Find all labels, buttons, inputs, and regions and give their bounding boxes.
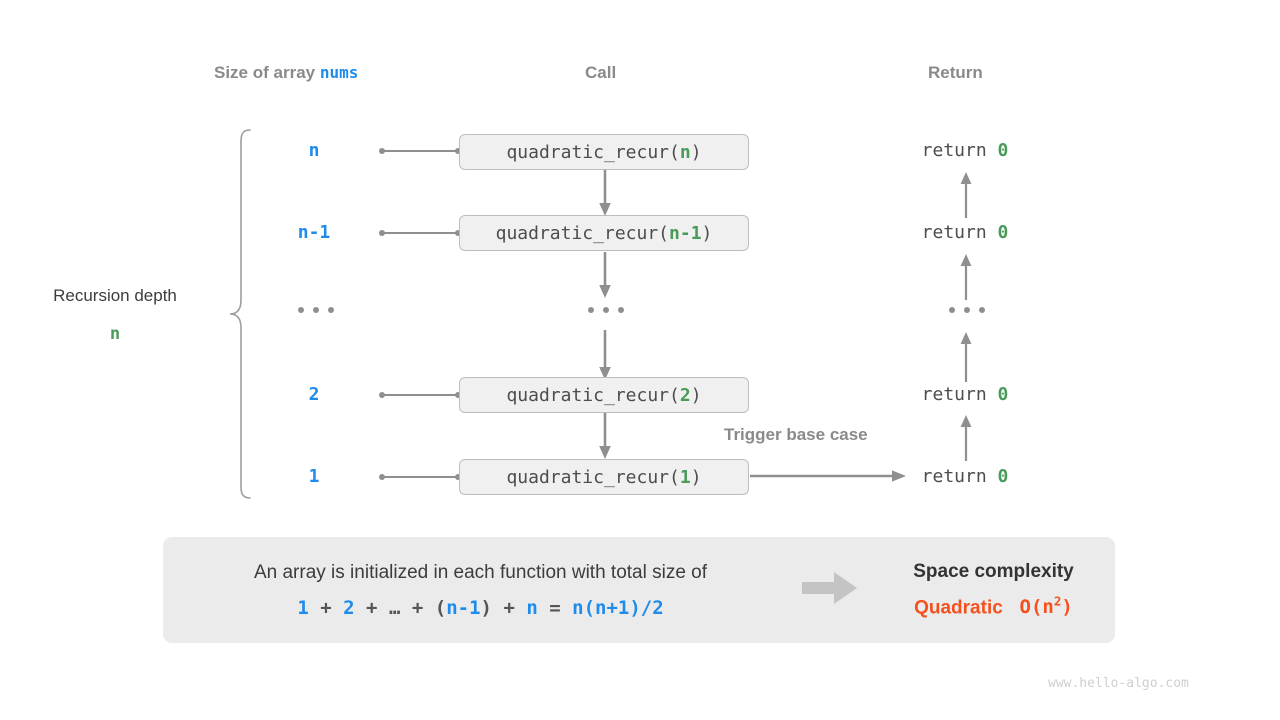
connector-dot-left-row-4 — [379, 474, 385, 480]
size-label-row-0: n — [308, 140, 320, 161]
return-label-row-1: return 0 — [885, 222, 1045, 243]
formula-op-2: + — [366, 596, 378, 619]
dot — [313, 307, 319, 313]
return-keyword-row-1: return — [921, 222, 987, 243]
complexity-big-o: O(n2) — [1019, 593, 1073, 619]
formula-term-3: n-1 — [446, 596, 481, 619]
return-label-row-3: return 0 — [885, 384, 1045, 405]
call-box-row-4[interactable]: quadratic_recur(1) — [459, 459, 749, 495]
call-box-name-row-3: quadratic_recur — [506, 384, 670, 406]
space-complexity-title: Space complexity — [913, 560, 1074, 582]
complexity-close-paren: ) — [1061, 596, 1073, 619]
call-box-name-row-4: quadratic_recur — [506, 466, 670, 488]
dot — [603, 307, 609, 313]
return-label-row-4: return 0 — [885, 466, 1045, 487]
recursion-depth-brace — [228, 128, 254, 505]
call-arrow-row-2-to-row-3 — [596, 330, 614, 387]
header-call: Call — [585, 63, 617, 82]
formula-ellipsis: … — [388, 596, 401, 619]
return-value-row-3: 0 — [997, 384, 1009, 405]
connector-line-row-3 — [383, 394, 461, 396]
header-size-of-array: Size of array nums — [214, 63, 358, 83]
connector-dot-right-row-3 — [455, 392, 461, 398]
dot — [979, 307, 985, 313]
trigger-base-case-label: Trigger base case — [724, 425, 868, 444]
complexity-exponent: 2 — [1053, 593, 1062, 609]
summary-left: An array is initialized in each function… — [163, 562, 788, 619]
header-size-label: Size of array — [214, 63, 316, 82]
dot — [328, 307, 334, 313]
dot — [964, 307, 970, 313]
return-keyword-row-3: return — [921, 384, 987, 405]
formula-term-4: n — [526, 596, 538, 619]
connector-dot-right-row-0 — [455, 148, 461, 154]
call-arrow-row-0-to-row-1 — [596, 170, 614, 223]
size-label-row-1: n-1 — [297, 222, 331, 243]
size-label-row-4: 1 — [308, 466, 320, 487]
formula-op-1: + — [320, 596, 332, 619]
connector-dot-right-row-1 — [455, 230, 461, 236]
formula-term-2: 2 — [343, 596, 355, 619]
header-nums-var: nums — [319, 63, 359, 82]
size-label-row-3: 2 — [308, 384, 320, 405]
summary-formula: 1 + 2 + … + (n-1) + n = n(n+1)/2 — [173, 597, 788, 619]
connector-dot-right-row-4 — [455, 474, 461, 480]
connector-dot-left-row-0 — [379, 148, 385, 154]
call-box-row-1[interactable]: quadratic_recur(n-1) — [459, 215, 749, 251]
formula-rparen: ) — [480, 596, 492, 619]
formula-op-4: + — [503, 596, 515, 619]
dot — [949, 307, 955, 313]
recursion-depth-title: Recursion depth — [53, 286, 177, 305]
return-ellipsis-row-2 — [949, 307, 985, 313]
return-keyword-row-4: return — [921, 466, 987, 487]
return-arrow-row-3-to-row-2 — [957, 330, 975, 387]
summary-text: An array is initialized in each function… — [253, 561, 708, 583]
call-box-arg-row-4: 1 — [679, 466, 691, 488]
summary-panel: An array is initialized in each function… — [163, 537, 1115, 643]
summary-right: Space complexity Quadratic O(n2) — [872, 561, 1115, 619]
dot — [588, 307, 594, 313]
connector-line-row-0 — [383, 150, 461, 152]
return-arrow-row-4-to-row-3 — [957, 413, 975, 466]
dot — [618, 307, 624, 313]
call-box-name-row-1: quadratic_recur — [495, 222, 659, 244]
call-box-arg-row-1: n-1 — [669, 222, 702, 244]
formula-op-3: + — [411, 596, 424, 619]
base-case-arrow — [750, 468, 908, 489]
size-ellipsis-row-2 — [298, 307, 334, 313]
header-return: Return — [928, 63, 983, 82]
watermark: www.hello-algo.com — [1048, 676, 1189, 691]
call-box-name-row-0: quadratic_recur — [506, 141, 670, 163]
call-box-arg-row-3: 2 — [679, 384, 691, 406]
formula-equals: = — [549, 596, 561, 619]
dot — [298, 307, 304, 313]
return-arrow-row-2-to-row-1 — [957, 252, 975, 305]
connector-dot-left-row-3 — [379, 392, 385, 398]
call-box-row-0[interactable]: quadratic_recur(n) — [459, 134, 749, 170]
return-label-row-0: return 0 — [885, 140, 1045, 161]
complexity-name: Quadratic — [914, 597, 1003, 619]
space-complexity-value: Quadratic O(n2) — [872, 594, 1115, 619]
formula-result: n(n+1)/2 — [572, 596, 664, 619]
call-ellipsis-row-2 — [588, 307, 624, 313]
connector-line-row-1 — [383, 232, 461, 234]
return-value-row-4: 0 — [997, 466, 1009, 487]
summary-arrow-icon — [802, 571, 858, 610]
formula-lparen: ( — [434, 596, 447, 619]
connector-dot-left-row-1 — [379, 230, 385, 236]
return-keyword-row-0: return — [921, 140, 987, 161]
formula-term-1: 1 — [297, 596, 309, 619]
return-value-row-0: 0 — [997, 140, 1009, 161]
return-value-row-1: 0 — [997, 222, 1009, 243]
recursion-depth-value: n — [109, 324, 121, 344]
call-box-arg-row-0: n — [679, 141, 691, 163]
return-arrow-row-1-to-row-0 — [957, 170, 975, 223]
call-arrow-row-3-to-row-4 — [596, 413, 614, 466]
connector-line-row-4 — [383, 476, 461, 478]
call-box-row-3[interactable]: quadratic_recur(2) — [459, 377, 749, 413]
call-arrow-row-1-to-row-2 — [596, 252, 614, 305]
